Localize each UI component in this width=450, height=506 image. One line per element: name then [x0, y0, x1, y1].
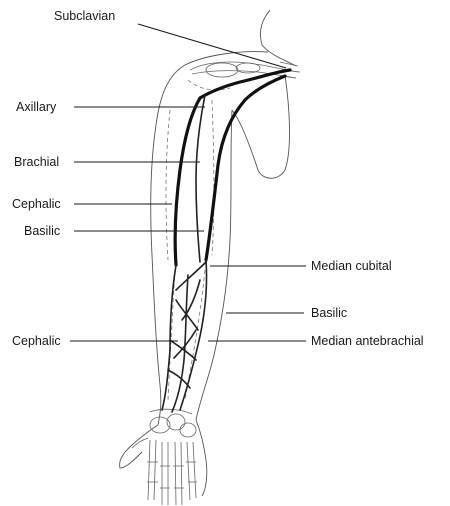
veins	[162, 70, 290, 412]
label-subclavian: Subclavian	[54, 9, 115, 23]
label-axillary: Axillary	[16, 100, 57, 114]
label-basilic-upper: Basilic	[24, 224, 60, 238]
label-brachial: Brachial	[14, 155, 59, 169]
label-basilic-lower: Basilic	[311, 306, 347, 320]
hand	[120, 409, 207, 505]
leader-lines	[70, 24, 306, 341]
label-cephalic-lower: Cephalic	[12, 334, 61, 348]
label-cephalic-upper: Cephalic	[12, 197, 61, 211]
label-median-cubital: Median cubital	[311, 259, 392, 273]
label-median-antebrachial: Median antebrachial	[311, 334, 424, 348]
leader-subclavian	[138, 24, 286, 68]
